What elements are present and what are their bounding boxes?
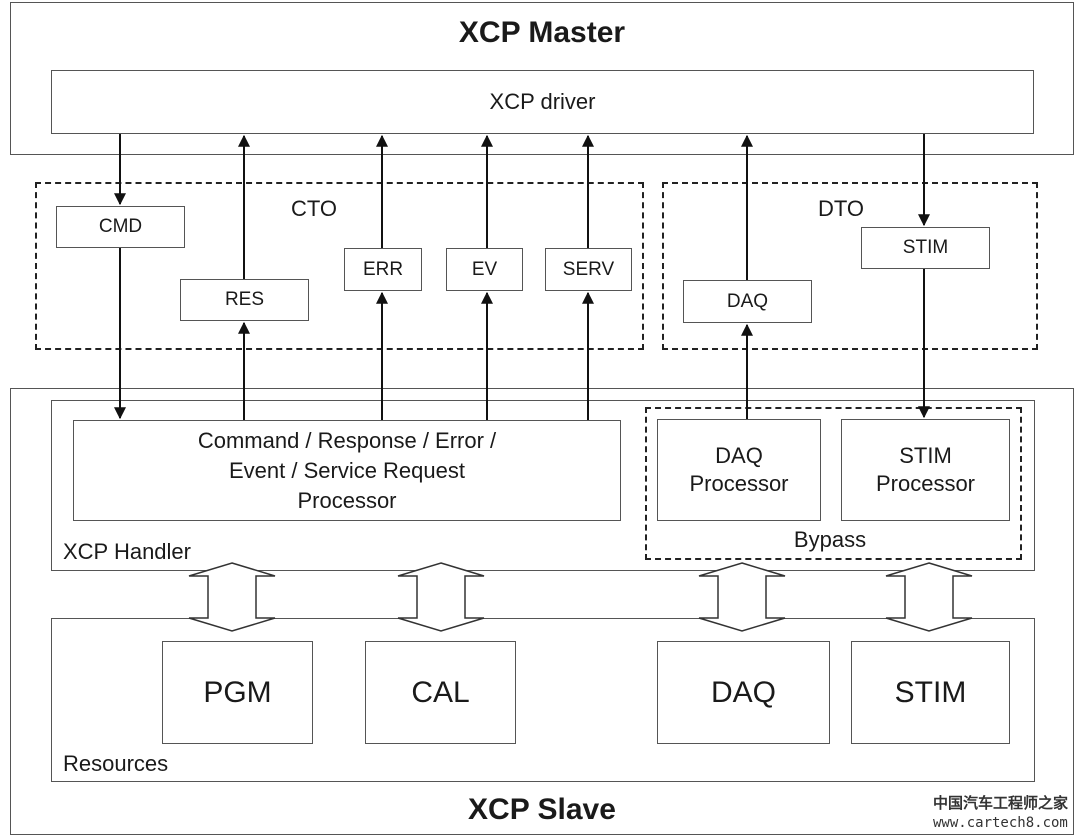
res-packet: RES — [180, 279, 309, 321]
xcp-master-title: XCP Master — [458, 16, 626, 49]
xcp-slave-title: XCP Slave — [468, 793, 616, 826]
command-processor-box: Command / Response / Error / Event / Ser… — [73, 420, 621, 521]
bypass-group — [645, 407, 1022, 560]
daq-resource: DAQ — [657, 641, 830, 744]
dto-group — [662, 182, 1038, 350]
xcp-handler-label: XCP Handler — [63, 539, 191, 564]
stim-resource: STIM — [851, 641, 1010, 744]
daq-processor-line-2: Processor — [689, 471, 789, 496]
bypass-label: Bypass — [793, 527, 867, 552]
stim-packet: STIM — [861, 227, 990, 269]
cto-label: CTO — [290, 196, 338, 221]
resources-label: Resources — [63, 751, 169, 776]
command-processor-line-1: Command / Response / Error / — [197, 427, 497, 453]
command-processor-line-3: Processor — [297, 487, 397, 513]
ev-packet: EV — [446, 248, 523, 291]
err-packet: ERR — [344, 248, 422, 291]
stim-processor-box: STIM Processor — [841, 419, 1010, 521]
cmd-packet: CMD — [56, 206, 185, 248]
serv-packet: SERV — [545, 248, 632, 291]
watermark-url: www.cartech8.com — [933, 815, 1068, 831]
cal-resource: CAL — [365, 641, 516, 744]
command-processor-line-2: Event / Service Request — [228, 457, 465, 483]
daq-processor-box: DAQ Processor — [657, 419, 821, 521]
dto-label: DTO — [817, 196, 865, 221]
daq-packet: DAQ — [683, 280, 812, 323]
pgm-resource: PGM — [162, 641, 313, 744]
cto-group — [35, 182, 644, 350]
daq-processor-line-1: DAQ — [715, 443, 763, 468]
watermark-text: 中国汽车工程师之家 — [933, 794, 1069, 812]
stim-processor-line-2: Processor — [875, 471, 976, 496]
xcp-driver-box: XCP driver — [51, 70, 1034, 134]
stim-processor-line-1: STIM — [899, 443, 952, 468]
